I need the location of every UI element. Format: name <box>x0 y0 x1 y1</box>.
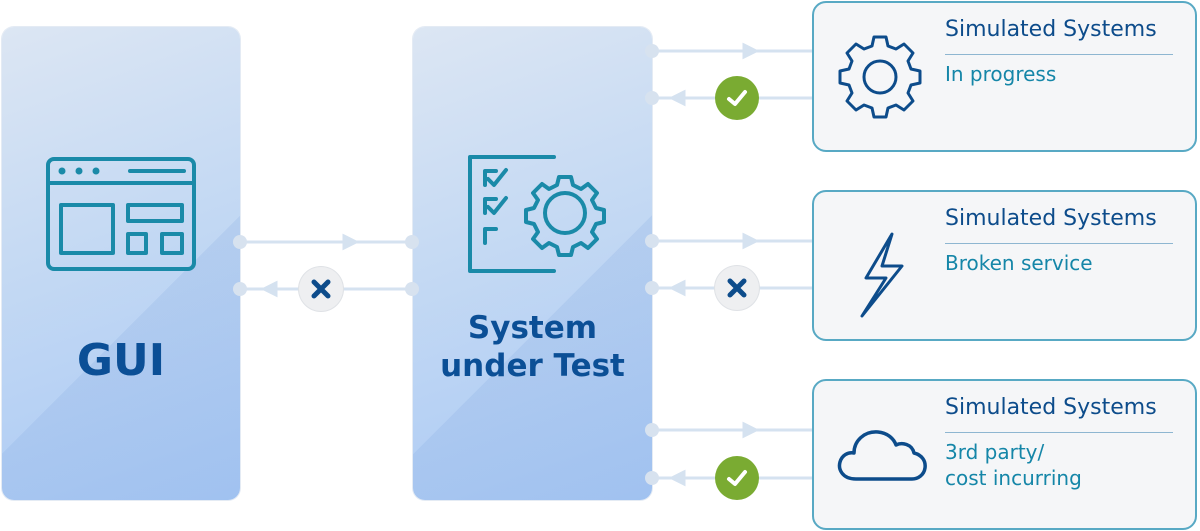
gear-icon <box>838 35 922 119</box>
cloud-icon <box>837 430 927 481</box>
simulated-system-card-in-progress: Simulated Systems In progress <box>812 1 1197 152</box>
card-title: Simulated Systems <box>945 17 1157 42</box>
sut-label-line2: under Test <box>440 348 625 384</box>
card-subtitle-line2: cost incurring <box>945 466 1082 490</box>
card-subtitle: In progress <box>945 62 1057 86</box>
card-subtitle-line1: 3rd party/ <box>945 440 1045 464</box>
simulated-system-card-broken-service: Simulated Systems Broken service <box>812 190 1197 341</box>
simulated-system-card-third-party: Simulated Systems 3rd party/ cost incurr… <box>812 379 1197 530</box>
arrow-left <box>260 280 278 298</box>
browser-window-icon <box>46 157 196 271</box>
success-badge-card3 <box>715 456 759 500</box>
card-title: Simulated Systems <box>945 206 1157 231</box>
lightning-icon <box>860 232 904 318</box>
failed-badge-card2 <box>715 266 759 310</box>
sut-label: System under Test <box>413 309 652 385</box>
arrow-right <box>742 232 760 250</box>
card-subtitle: 3rd party/ cost incurring <box>945 439 1082 491</box>
arrow-left <box>668 469 686 487</box>
failed-badge-gui-sut <box>299 267 343 311</box>
arrow-left <box>668 279 686 297</box>
x-icon <box>727 278 747 298</box>
check-icon <box>727 470 747 486</box>
check-icon <box>727 90 747 106</box>
divider <box>945 54 1173 55</box>
arrow-left <box>668 89 686 107</box>
gui-label: GUI <box>76 335 166 386</box>
sut-label-line1: System <box>467 310 598 346</box>
x-icon <box>311 279 331 299</box>
arrow-right <box>742 42 760 60</box>
checklist-gear-icon <box>468 155 606 273</box>
system-under-test-panel: System under Test <box>413 27 652 500</box>
arrow-right <box>342 233 360 251</box>
success-badge-card1 <box>715 76 759 120</box>
card-title: Simulated Systems <box>945 395 1157 420</box>
arrow-right <box>742 421 760 439</box>
divider <box>945 432 1173 433</box>
card-subtitle: Broken service <box>945 251 1093 275</box>
divider <box>945 243 1173 244</box>
gui-panel: GUI <box>2 27 240 500</box>
